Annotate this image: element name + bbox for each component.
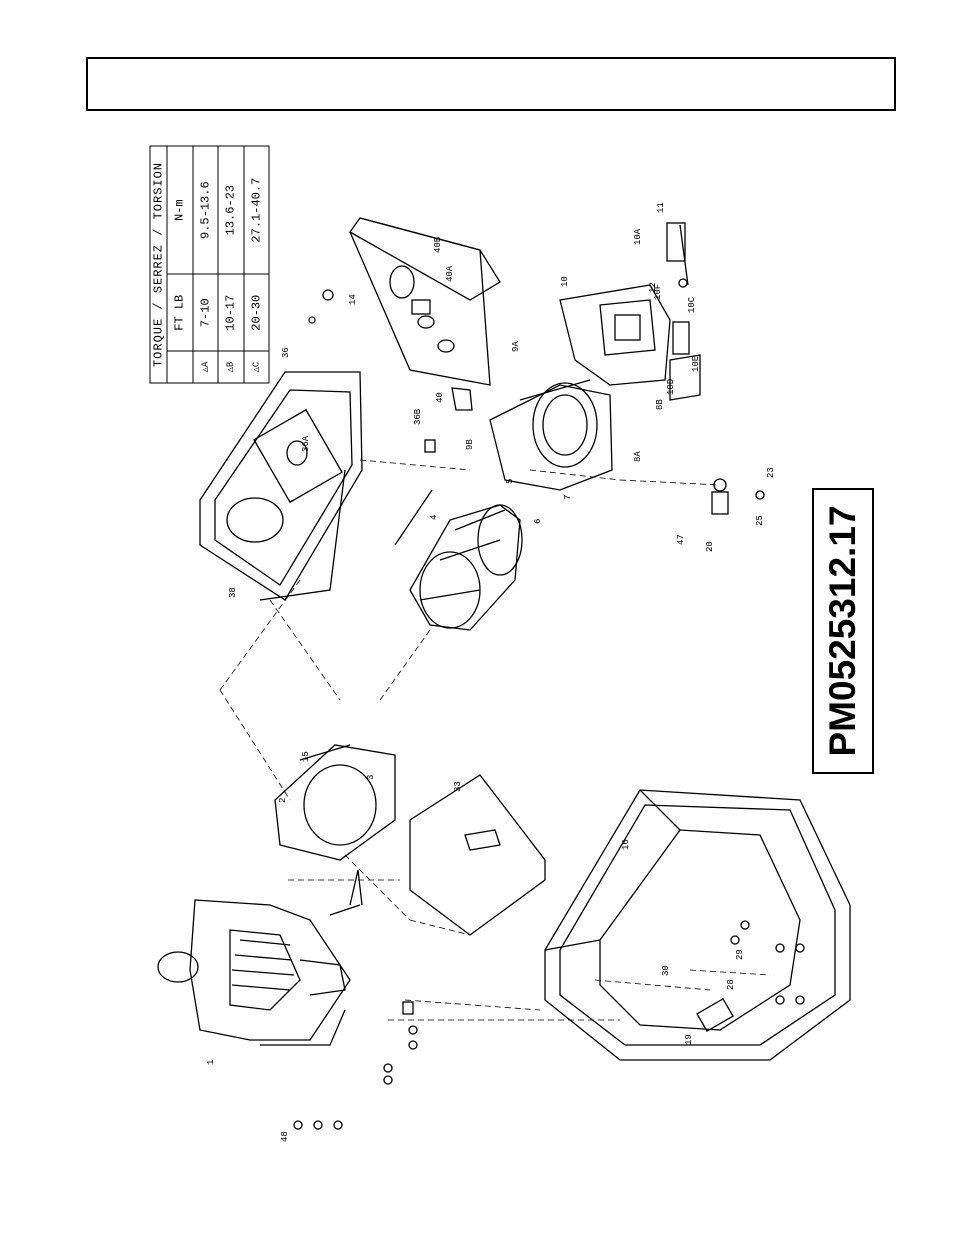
header-box xyxy=(86,57,896,111)
callout-label: 15 xyxy=(301,751,311,762)
callout-label: 36 xyxy=(281,347,291,358)
callout-label: 8A xyxy=(633,451,643,462)
rotor-drawing xyxy=(394,489,523,631)
callout-label: 40B xyxy=(433,236,443,253)
part-number-label: PM0525312.17 xyxy=(812,488,874,774)
callout-label: 6 xyxy=(533,519,543,524)
control-panel-drawing xyxy=(349,217,501,411)
callout-label: 7 xyxy=(563,495,573,500)
callout-label: 25 xyxy=(755,515,765,526)
callout-label: 48 xyxy=(280,1131,290,1142)
stator-drawing xyxy=(489,379,613,491)
heat-shield-drawing xyxy=(409,774,546,936)
part-number-text: PM0525312.17 xyxy=(812,488,874,774)
callout-label: 4 xyxy=(429,515,439,520)
callout-label: 10 xyxy=(560,276,570,287)
callout-label: 28 xyxy=(726,979,736,990)
callout-label: 5 xyxy=(505,479,515,484)
callout-label: 1 xyxy=(206,1060,216,1065)
callout-label: 33 xyxy=(453,781,463,792)
frame-drawing xyxy=(544,789,851,1061)
callout-label: 19 xyxy=(684,1034,694,1045)
callout-label: 23 xyxy=(766,467,776,478)
end-housing-drawing xyxy=(559,224,701,401)
fuel-tank-drawing xyxy=(199,371,363,601)
callout-label: 10A xyxy=(633,228,643,245)
callout-label: 2 xyxy=(278,798,288,803)
callout-label: 29 xyxy=(735,949,745,960)
callout-label: 38 xyxy=(228,587,238,598)
callout-label: 10F xyxy=(653,284,663,300)
callout-label: 11 xyxy=(656,202,666,213)
callout-label: 10C xyxy=(687,296,697,313)
engine-drawing xyxy=(157,869,363,1046)
callout-label: 10E xyxy=(691,356,701,372)
callout-label: 16 xyxy=(621,839,631,850)
callout-label: 30 xyxy=(661,965,671,976)
callout-label: 12 xyxy=(648,282,658,293)
callout-label: 10D xyxy=(666,379,676,395)
callout-label: 36A xyxy=(301,435,311,452)
callout-labels: 1 2 3 4 5 6 7 8A 8B 9A 9B 10 10A 10C 10D… xyxy=(206,202,776,1142)
small-parts-drawing xyxy=(293,222,805,1130)
callout-label: 20 xyxy=(705,541,715,552)
callout-label: 9A xyxy=(511,341,521,352)
callout-label: 40 xyxy=(435,392,445,403)
leader-lines xyxy=(219,459,771,1021)
callout-label: 36B xyxy=(413,408,423,425)
callout-label: 14 xyxy=(348,294,358,305)
adapter-drawing xyxy=(274,744,396,861)
callout-label: 3 xyxy=(366,775,376,780)
callout-label: 40A xyxy=(445,265,455,282)
callout-label: 8B xyxy=(655,399,665,410)
callout-label: 9B xyxy=(465,439,475,450)
callout-label: 47 xyxy=(676,534,686,545)
